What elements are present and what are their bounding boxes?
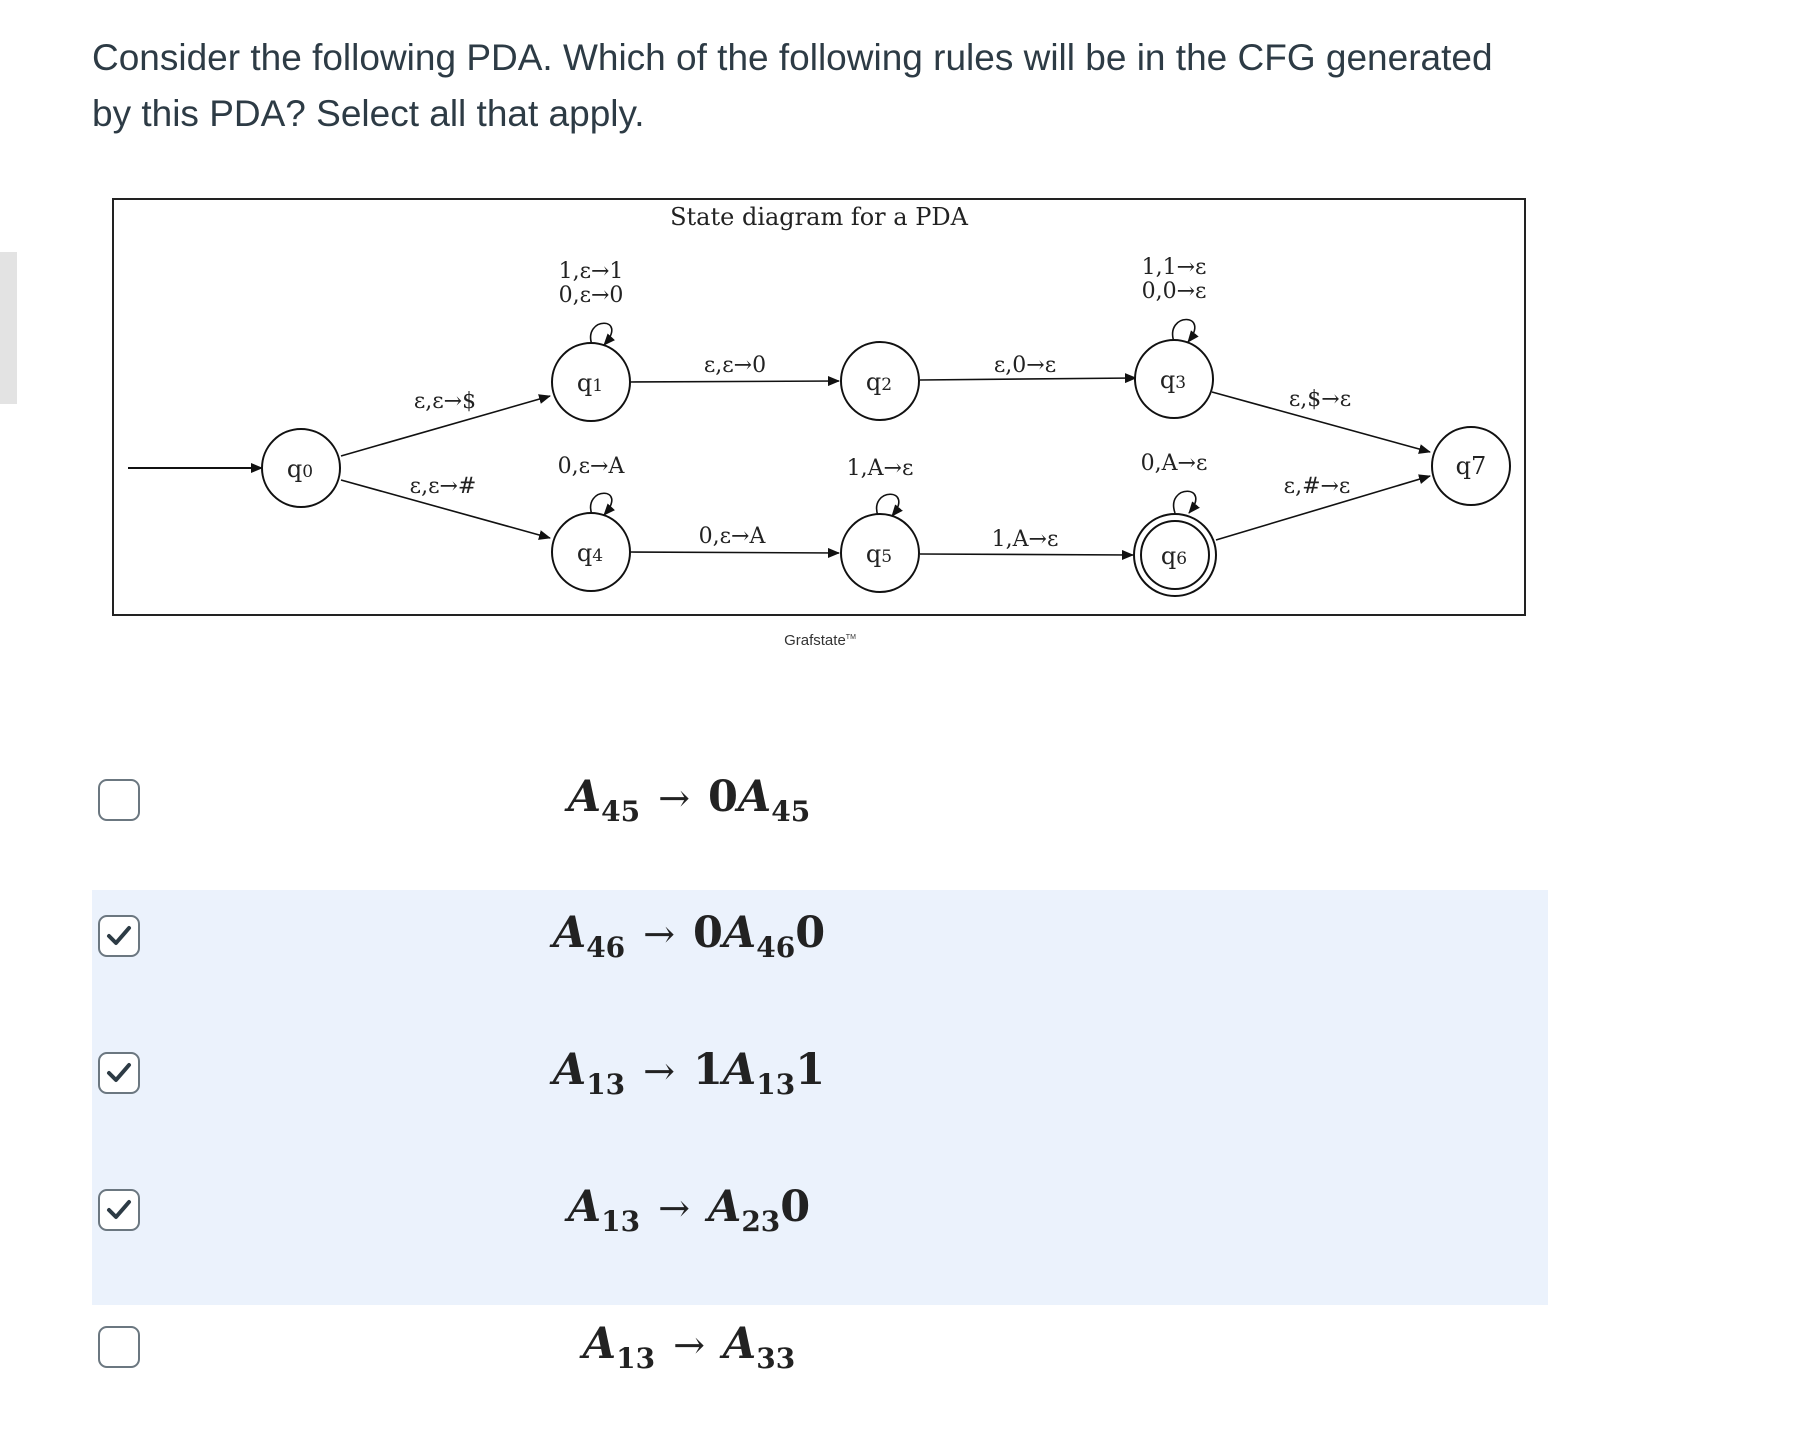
label-q3-q7: ε,$→ε — [1289, 387, 1351, 412]
grammar-rule: A13→1A131 — [552, 1045, 826, 1101]
svg-text:q2: q2 — [866, 368, 892, 396]
label-q1-q2: ε,ε→0 — [704, 353, 766, 378]
checkbox-unchecked[interactable] — [98, 779, 140, 821]
diagram-title: State diagram for a PDA — [670, 203, 969, 231]
label-q4-loop: 0,ε→A — [558, 454, 626, 479]
state-q7: q7 — [1431, 426, 1511, 506]
grammar-rule: A46→0A460 — [552, 908, 826, 964]
grafstate-credit: GrafstateTM — [784, 632, 856, 649]
diagram-frame — [112, 198, 1526, 616]
svg-text:q1: q1 — [577, 369, 603, 397]
edge-q6-q7 — [1215, 474, 1431, 541]
state-q2: q2 — [840, 341, 920, 421]
answer-option[interactable]: A46→0A460 — [92, 868, 1548, 1004]
label-q1-loop-1: 1,ε→1 — [559, 259, 624, 284]
grammar-rule: A45→0A45 — [567, 772, 811, 828]
selected-options-highlight — [92, 890, 1548, 1305]
side-panel-tab[interactable] — [0, 252, 17, 404]
state-q4: q4 — [551, 512, 631, 592]
checkbox-checked[interactable] — [98, 1189, 140, 1231]
checkbox-checked[interactable] — [98, 915, 140, 957]
answer-option[interactable]: A13→1A131 — [92, 1005, 1548, 1141]
answer-option[interactable]: A13→A230 — [92, 1142, 1548, 1278]
state-q3: q3 — [1134, 339, 1214, 419]
grammar-rule: A13→A33 — [582, 1319, 796, 1375]
svg-text:q7: q7 — [1456, 452, 1487, 480]
checkmark-icon — [107, 926, 131, 945]
svg-text:q6: q6 — [1161, 542, 1187, 570]
svg-text:q3: q3 — [1160, 366, 1186, 394]
loop-q6 — [1172, 490, 1200, 514]
edge-q5-q6 — [919, 549, 1134, 560]
question-text: Consider the following PDA. Which of the… — [92, 37, 1493, 134]
state-q0: q0 — [261, 428, 341, 508]
edge-q3-q7 — [1211, 391, 1431, 454]
edge-q0-q1 — [340, 394, 551, 457]
label-q5-q6: 1,A→ε — [992, 527, 1059, 552]
checkmark-icon — [107, 1063, 131, 1082]
pda-state-diagram: State diagram for a PDA q0 q1 q2 — [112, 198, 1526, 616]
label-q6-loop: 0,A→ε — [1141, 451, 1208, 476]
loop-q4 — [589, 492, 616, 516]
label-q3-loop-2: 0,0→ε — [1142, 279, 1207, 304]
loop-q1 — [589, 322, 616, 346]
label-q5-loop: 1,A→ε — [847, 456, 914, 481]
edge-q4-q5 — [629, 547, 840, 558]
edge-q0-q4 — [340, 479, 551, 540]
loop-q3 — [1171, 318, 1199, 343]
svg-text:q0: q0 — [287, 455, 313, 483]
label-q1-loop-2: 0,ε→0 — [559, 283, 624, 308]
checkbox-checked[interactable] — [98, 1052, 140, 1094]
label-q6-q7: ε,#→ε — [1284, 474, 1351, 499]
checkbox-unchecked[interactable] — [98, 1326, 140, 1368]
answer-option[interactable]: A13→A33 — [92, 1279, 1548, 1415]
label-q0-q4: ε,ε→# — [410, 474, 477, 499]
svg-text:q4: q4 — [577, 539, 603, 567]
answer-option[interactable]: A45→0A45 — [92, 732, 1548, 868]
label-q0-q1: ε,ε→$ — [414, 389, 476, 414]
edge-q1-q2 — [629, 376, 840, 387]
svg-text:q5: q5 — [866, 540, 892, 568]
label-q4-q5: 0,ε→A — [699, 524, 767, 549]
edge-q2-q3 — [919, 373, 1137, 384]
state-q5: q5 — [840, 513, 920, 593]
grammar-rule: A13→A230 — [567, 1182, 811, 1238]
label-q2-q3: ε,0→ε — [994, 353, 1056, 378]
state-q6-accept: q6 — [1133, 513, 1217, 597]
loop-q5 — [875, 493, 903, 517]
checkmark-icon — [107, 1200, 131, 1219]
state-q1: q1 — [551, 342, 631, 422]
label-q3-loop-1: 1,1→ε — [1142, 255, 1207, 280]
